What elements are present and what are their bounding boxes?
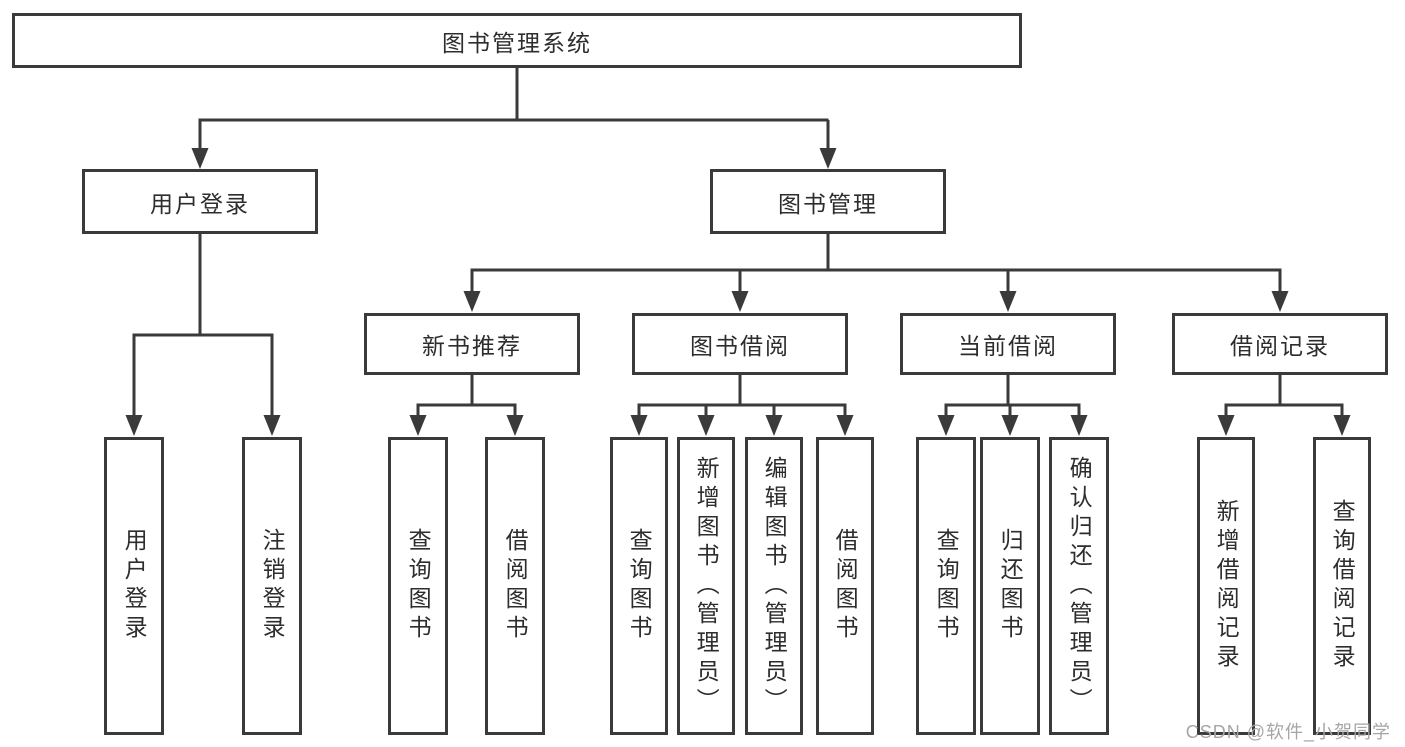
- leaf-return-books-label: 归还图书: [997, 528, 1024, 644]
- connector-bookmgmt-to-level3: [470, 234, 1282, 295]
- leaf-query-borrow-record: 查询借阅记录: [1313, 437, 1371, 735]
- node-root-label: 图书管理系统: [442, 29, 592, 56]
- leaf-add-borrow-record: 新增借阅记录: [1197, 437, 1255, 735]
- node-book-borrow-label: 图书借阅: [690, 333, 790, 359]
- leaf-user-login: 用户登录: [104, 437, 164, 735]
- leaf-query-books-1: 查询图书: [388, 437, 448, 735]
- leaf-user-login-label: 用户登录: [121, 528, 148, 644]
- leaf-borrow-books-1: 借阅图书: [485, 437, 545, 735]
- connector-userlogin-to-leaves: [132, 234, 274, 419]
- node-book-borrow: 图书借阅: [632, 313, 848, 375]
- node-book-management: 图书管理: [710, 169, 946, 234]
- leaf-query-borrow-record-label: 查询借阅记录: [1329, 499, 1356, 673]
- leaf-borrow-books-2-label: 借阅图书: [832, 528, 859, 644]
- connector-root-to-level2: [198, 68, 830, 152]
- node-new-book-recommend: 新书推荐: [364, 313, 580, 375]
- leaf-return-books: 归还图书: [980, 437, 1040, 735]
- node-borrow-records: 借阅记录: [1172, 313, 1388, 375]
- node-user-login-label: 用户登录: [150, 190, 250, 217]
- node-root: 图书管理系统: [12, 13, 1022, 68]
- connector-records-to-leaves: [1224, 375, 1344, 419]
- leaf-edit-books-admin-label: 编辑图书（管理员）: [761, 455, 788, 717]
- connector-newbook-to-leaves: [416, 375, 517, 419]
- leaf-confirm-return-admin-label: 确认归还（管理员）: [1066, 455, 1093, 717]
- leaf-query-books-3: 查询图书: [916, 437, 976, 735]
- node-current-borrow-label: 当前借阅: [958, 333, 1058, 359]
- node-user-login: 用户登录: [82, 169, 318, 234]
- node-book-management-label: 图书管理: [778, 190, 878, 217]
- leaf-add-borrow-record-label: 新增借阅记录: [1213, 499, 1240, 673]
- csdn-watermark: CSDN @软件_小贺同学: [1185, 722, 1391, 742]
- leaf-logout: 注销登录: [242, 437, 302, 735]
- node-new-book-recommend-label: 新书推荐: [422, 333, 522, 359]
- leaf-add-books-admin: 新增图书（管理员）: [677, 437, 735, 735]
- leaf-borrow-books-2: 借阅图书: [816, 437, 874, 735]
- node-borrow-records-label: 借阅记录: [1230, 333, 1330, 359]
- connector-borrow-to-leaves: [637, 375, 847, 419]
- leaf-query-books-3-label: 查询图书: [933, 528, 960, 644]
- leaf-borrow-books-1-label: 借阅图书: [502, 528, 529, 644]
- node-current-borrow: 当前借阅: [900, 313, 1116, 375]
- leaf-edit-books-admin: 编辑图书（管理员）: [745, 437, 803, 735]
- leaf-query-books-1-label: 查询图书: [405, 528, 432, 644]
- leaf-confirm-return-admin: 确认归还（管理员）: [1049, 437, 1109, 735]
- connector-current-to-leaves: [944, 375, 1081, 419]
- leaf-query-books-2: 查询图书: [610, 437, 668, 735]
- leaf-logout-label: 注销登录: [259, 528, 286, 644]
- leaf-query-books-2-label: 查询图书: [626, 528, 653, 644]
- leaf-add-books-admin-label: 新增图书（管理员）: [693, 455, 720, 717]
